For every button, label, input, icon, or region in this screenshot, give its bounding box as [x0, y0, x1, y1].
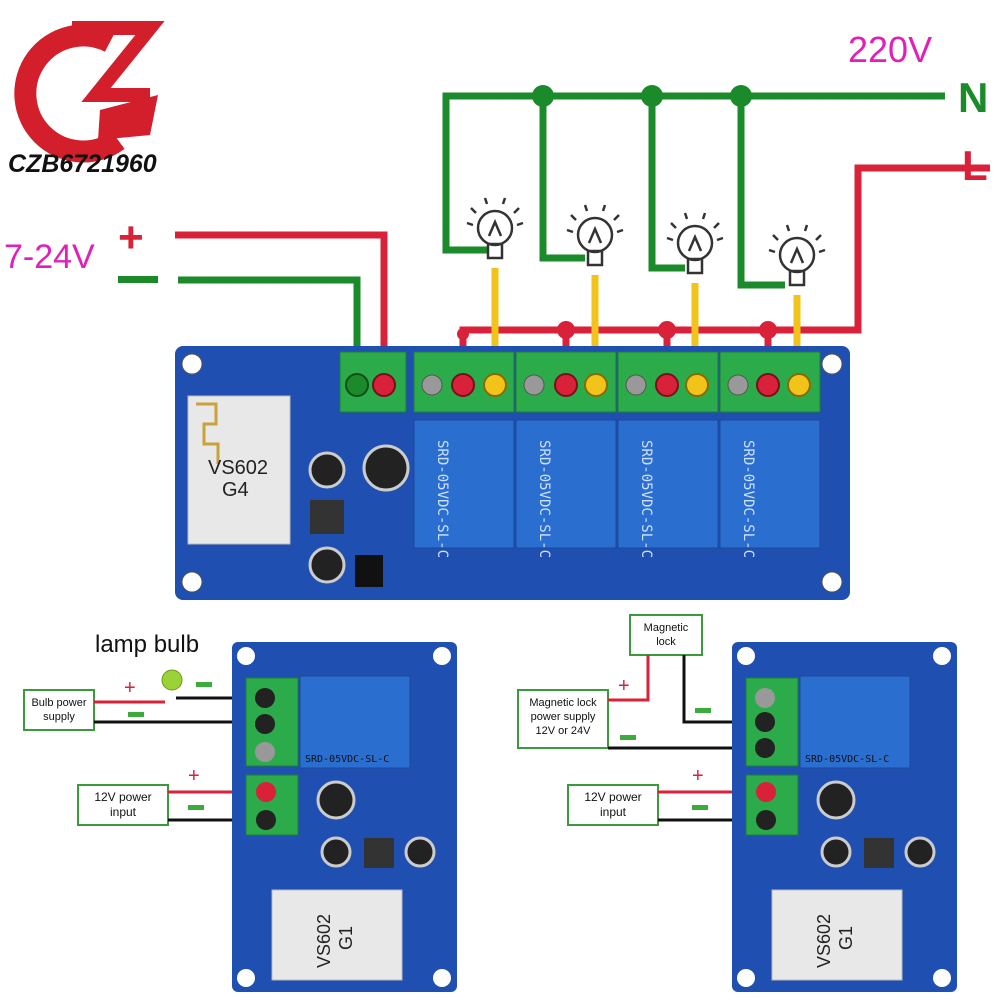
bulb-supply-line2: supply: [43, 711, 75, 723]
relay-part-number: SRD-05VDC-SL-C: [805, 754, 889, 765]
relay-channel-4: [719, 351, 821, 549]
relay-part-number: SRD-05VDC-SL-C: [536, 440, 552, 558]
magnetic-lock-box: Magnetic lock: [629, 614, 703, 656]
magnetic-lock-example: Magnetic lock Magnetic lock power supply…: [517, 614, 957, 992]
svg-text:12V or 24V: 12V or 24V: [535, 725, 591, 737]
bulb-icon: [666, 212, 724, 275]
dc-input-box-left: 12V power input: [77, 784, 169, 826]
top-wiring: [175, 92, 990, 385]
relay-part-number: SRD-05VDC-SL-C: [434, 440, 450, 558]
bulb-icon: [161, 669, 183, 691]
bulb-supply-line1: Bulb power: [31, 697, 86, 709]
dc-voltage-label: 7-24V: [4, 238, 95, 276]
lamp-bulbs: [466, 197, 826, 287]
bulb-icon: [466, 197, 524, 260]
module-rev-label: G1: [836, 926, 856, 950]
dc-input-box-right: 12V power input: [567, 784, 659, 826]
svg-text:+: +: [692, 765, 704, 787]
lock-power-supply-box: Magnetic lock power supply 12V or 24V: [517, 689, 609, 749]
module-model-label: VS602: [208, 457, 268, 479]
wire-junctions: [457, 85, 777, 340]
plus-sign: +: [124, 677, 136, 699]
relay-channel-1: [413, 351, 515, 549]
relay-part-number: SRD-05VDC-SL-C: [740, 440, 756, 558]
dc-minus-sign: [118, 276, 158, 283]
neutral-label: N: [958, 74, 988, 121]
wifi-module: [187, 395, 291, 545]
relay-part-number: SRD-05VDC-SL-C: [305, 754, 389, 765]
relay-part-number: SRD-05VDC-SL-C: [638, 440, 654, 558]
module-rev-label: G1: [336, 926, 356, 950]
svg-text:input: input: [600, 805, 627, 819]
mains-voltage-label: 220V: [848, 29, 932, 70]
lamp-example: lamp bulb Bulb power supply 12V power in…: [23, 631, 457, 992]
logo-text: CZB6721960: [8, 150, 157, 178]
bulb-icon: [566, 204, 624, 267]
dc-plus-sign: +: [118, 213, 144, 262]
four-channel-relay-board: VS602 G4: [175, 346, 850, 600]
svg-text:power supply: power supply: [531, 711, 596, 723]
svg-text:input: input: [110, 805, 137, 819]
svg-text:Magnetic lock: Magnetic lock: [529, 697, 597, 709]
bulb-icon: [768, 224, 826, 287]
relay-channel-3: [617, 351, 719, 549]
module-rev-label: G4: [222, 479, 249, 501]
bulb-power-supply-box: Bulb power supply: [23, 689, 95, 731]
relay-channel-2: [515, 351, 617, 549]
svg-text:lock: lock: [656, 636, 676, 648]
svg-text:+: +: [188, 765, 200, 787]
svg-text:12V power: 12V power: [94, 790, 151, 804]
brand-logo: CZB6721960: [8, 21, 165, 178]
svg-text:12V power: 12V power: [584, 790, 641, 804]
svg-text:Magnetic: Magnetic: [644, 622, 689, 634]
svg-text:+: +: [618, 675, 630, 697]
module-model-label: VS602: [814, 914, 834, 968]
lamp-bulb-title: lamp bulb: [95, 631, 199, 658]
module-model-label: VS602: [314, 914, 334, 968]
